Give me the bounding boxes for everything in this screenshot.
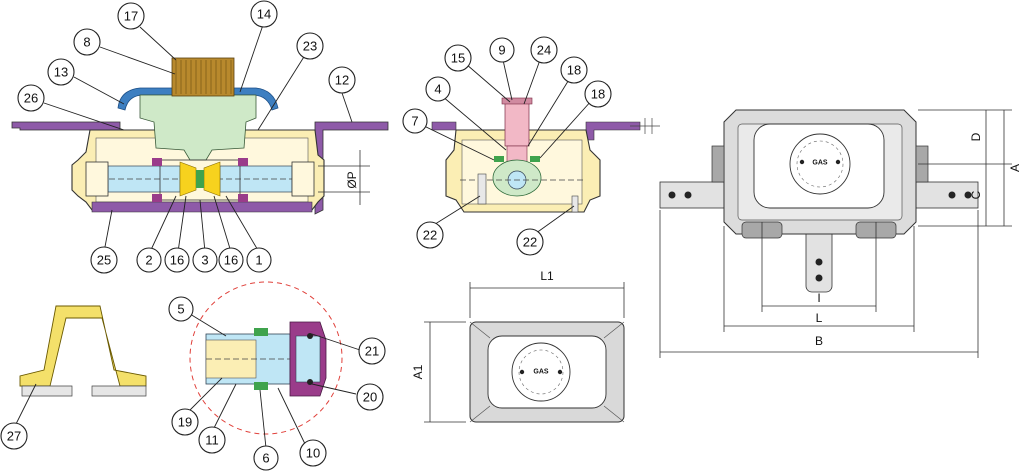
callout-12: 12 <box>335 73 349 88</box>
gasket-view: 27 <box>0 305 147 450</box>
callout-19: 19 <box>178 415 192 430</box>
callout-21: 21 <box>365 344 379 359</box>
callout-27: 27 <box>7 429 21 444</box>
callout-16-left: 16 <box>170 253 184 268</box>
detail-boundary <box>189 281 343 435</box>
mounting-flange <box>11 121 121 131</box>
callout-20: 20 <box>363 390 377 405</box>
callout-22-right: 22 <box>523 235 537 250</box>
callout-6: 6 <box>262 451 269 466</box>
dim-a1: A1 <box>411 364 425 379</box>
callout-15: 15 <box>451 51 465 66</box>
callout-17: 17 <box>124 9 138 24</box>
dim-d: D <box>969 132 983 141</box>
callout-23: 23 <box>303 39 317 54</box>
plate-gas-label: GAS <box>533 369 549 376</box>
callout-7: 7 <box>411 114 418 129</box>
callout-14: 14 <box>257 7 271 22</box>
side-section-callouts: 15 9 24 18 4 18 7 22 22 <box>402 36 612 256</box>
callout-18-bottom: 18 <box>591 87 605 102</box>
callout-26: 26 <box>24 91 38 106</box>
stem <box>504 101 530 147</box>
callout-2: 2 <box>145 253 152 268</box>
side-section-view <box>431 97 660 213</box>
plate-view: GAS L1 A1 <box>411 269 625 423</box>
dim-l1: L1 <box>540 269 554 283</box>
callout-5: 5 <box>177 302 184 317</box>
callout-3: 3 <box>201 253 208 268</box>
cover-cap <box>117 87 279 111</box>
top-gas-label: GAS <box>812 160 828 167</box>
callout-18-top: 18 <box>567 63 581 78</box>
adjust-knob <box>171 57 235 97</box>
gasket <box>19 305 147 387</box>
callout-10: 10 <box>306 446 320 461</box>
callout-8: 8 <box>83 35 90 50</box>
callout-25: 25 <box>97 253 111 268</box>
dim-b: B <box>815 334 823 348</box>
dim-phi-p: ØP <box>345 171 359 188</box>
callout-16-right: 16 <box>224 253 238 268</box>
callout-24: 24 <box>537 43 551 58</box>
callout-22-left: 22 <box>423 228 437 243</box>
callout-11: 11 <box>205 433 219 448</box>
dim-c: C <box>969 190 983 199</box>
front-section-callouts: 17 14 8 23 13 12 26 25 2 16 3 16 1 <box>17 0 356 274</box>
callout-1: 1 <box>255 253 262 268</box>
detail-view: 5 21 20 19 11 6 10 <box>168 281 386 471</box>
front-section-view: ØP <box>11 57 389 215</box>
dim-a: A <box>1008 164 1022 172</box>
callout-9: 9 <box>498 43 505 58</box>
callout-13: 13 <box>54 65 68 80</box>
top-view: GAS D A C I L B <box>659 109 1022 358</box>
dim-l: L <box>816 311 823 325</box>
dim-i: I <box>817 291 820 305</box>
callout-4: 4 <box>434 82 441 97</box>
